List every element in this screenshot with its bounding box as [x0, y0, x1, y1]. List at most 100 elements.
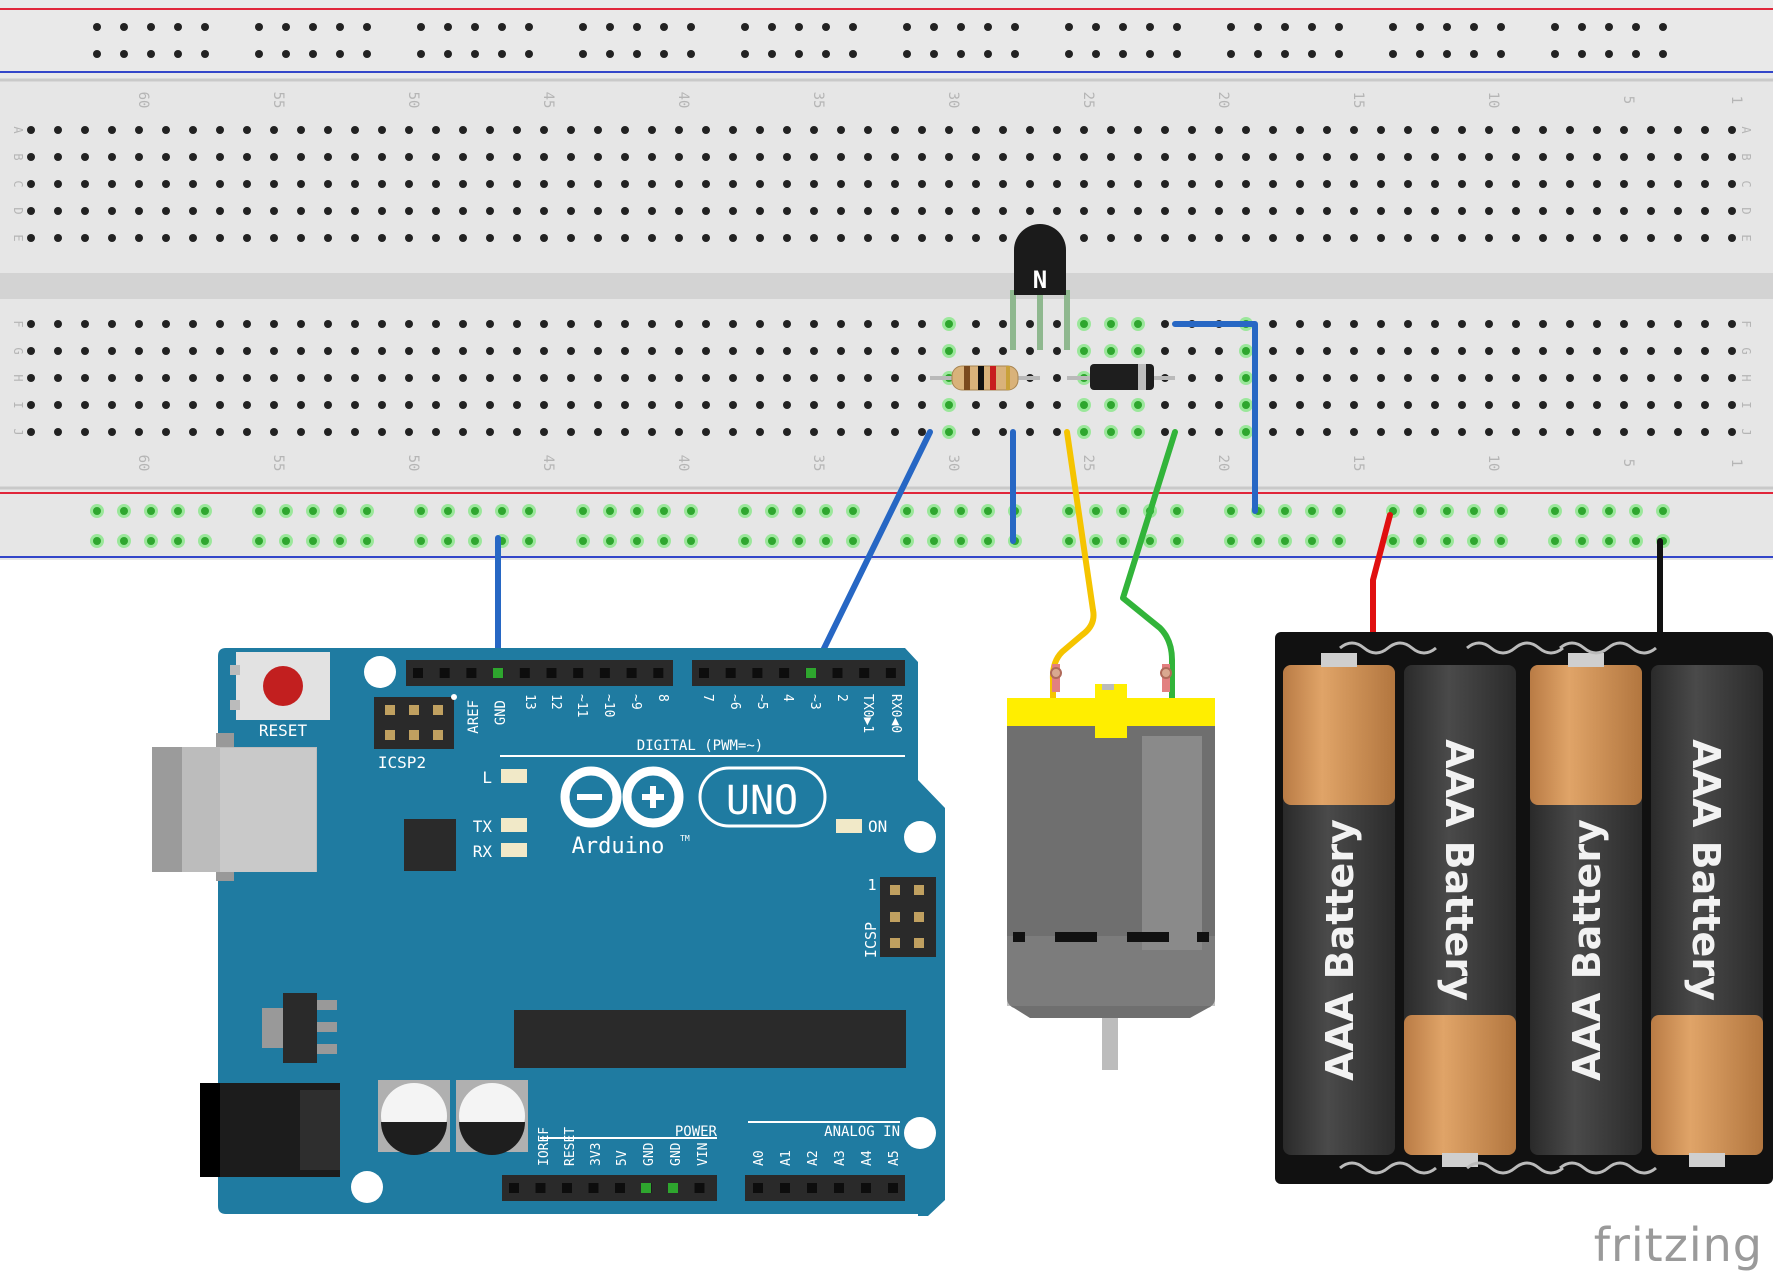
breadboard-hole [729, 207, 737, 215]
breadboard-hole [1404, 207, 1412, 215]
breadboard-hole [1458, 347, 1466, 355]
breadboard-hole [567, 234, 575, 242]
breadboard-hole [540, 347, 548, 355]
rail-hole [660, 23, 668, 31]
breadboard-hole [1377, 347, 1385, 355]
breadboard-hole [324, 126, 332, 134]
breadboard-hole [1323, 428, 1331, 436]
breadboard-hole [1647, 374, 1655, 382]
breadboard-hole [162, 347, 170, 355]
rail-hole [768, 50, 776, 58]
rail-hole [309, 23, 317, 31]
reset-button[interactable]: RESET [230, 652, 330, 740]
breadboard-hole [621, 126, 629, 134]
rail-hole [1254, 23, 1262, 31]
breadboard-hole [270, 347, 278, 355]
breadboard-hole [1080, 320, 1088, 328]
rail-hole [1659, 50, 1667, 58]
breadboard-hole [1350, 180, 1358, 188]
row-letter: B [1739, 153, 1753, 160]
breadboard-hole [1350, 126, 1358, 134]
breadboard-hole [999, 180, 1007, 188]
breadboard-hole [189, 207, 197, 215]
breadboard-hole [1674, 207, 1682, 215]
breadboard-hole [1404, 428, 1412, 436]
breadboard-hole [1350, 153, 1358, 161]
breadboard-hole [513, 153, 521, 161]
breadboard-hole [405, 347, 413, 355]
rail-hole [795, 507, 803, 515]
rail-hole [579, 507, 587, 515]
breadboard-hole [270, 374, 278, 382]
breadboard-hole [1161, 153, 1169, 161]
column-number: 1 [1728, 96, 1744, 104]
breadboard-hole [675, 153, 683, 161]
breadboard-hole [810, 180, 818, 188]
breadboard-hole [1107, 180, 1115, 188]
breadboard-hole [999, 207, 1007, 215]
breadboard-hole [1377, 401, 1385, 409]
rail-hole [930, 537, 938, 545]
rail-hole [1281, 507, 1289, 515]
rail-hole [687, 23, 695, 31]
breadboard-hole [810, 126, 818, 134]
breadboard-hole [540, 153, 548, 161]
column-number: 15 [1350, 455, 1366, 472]
rail-hole [147, 50, 155, 58]
column-number: 60 [135, 455, 151, 472]
breadboard-hole [108, 374, 116, 382]
digital-pin-label: ~5 [754, 694, 769, 710]
breadboard-hole [1485, 374, 1493, 382]
breadboard-hole [1323, 234, 1331, 242]
rail-hole [471, 507, 479, 515]
breadboard-hole [1242, 153, 1250, 161]
rail-hole [687, 50, 695, 58]
breadboard-hole [621, 153, 629, 161]
row-letter: G [11, 347, 25, 354]
row-letter: F [1739, 320, 1753, 327]
breadboard-hole [864, 347, 872, 355]
row-letter: C [11, 180, 25, 187]
breadboard-hole [1701, 153, 1709, 161]
analog-label: ANALOG IN [824, 1124, 900, 1140]
breadboard-hole [1188, 153, 1196, 161]
breadboard-hole [1647, 207, 1655, 215]
header-pin [562, 1183, 572, 1193]
breadboard-hole [567, 153, 575, 161]
breadboard-hole [1026, 428, 1034, 436]
breadboard-hole [270, 180, 278, 188]
breadboard-hole [1242, 374, 1250, 382]
breadboard-hole [216, 428, 224, 436]
breadboard-hole [918, 401, 926, 409]
power-pin-label: IOREF [537, 1127, 552, 1166]
breadboard-hole [297, 234, 305, 242]
header-pin [535, 1183, 546, 1193]
header-pin [439, 668, 450, 678]
breadboard-hole [1377, 374, 1385, 382]
breadboard-hole [945, 234, 953, 242]
column-number: 35 [810, 92, 826, 109]
analog-header [745, 1175, 905, 1201]
breadboard-hole [297, 428, 305, 436]
breadboard-hole [1026, 401, 1034, 409]
breadboard-hole [135, 374, 143, 382]
breadboard-hole [1539, 207, 1547, 215]
breadboard-hole [1296, 320, 1304, 328]
breadboard-hole [1134, 428, 1142, 436]
rail-hole [984, 507, 992, 515]
breadboard-hole [378, 126, 386, 134]
rail-hole [660, 50, 668, 58]
rail-hole [957, 23, 965, 31]
breadboard-hole [1053, 180, 1061, 188]
breadboard-hole [1539, 180, 1547, 188]
breadboard-hole [756, 374, 764, 382]
breadboard-hole [108, 207, 116, 215]
breadboard-hole [1431, 153, 1439, 161]
rail-hole [633, 50, 641, 58]
analog-pin-label: A0 [752, 1150, 767, 1166]
breadboard-hole [1485, 126, 1493, 134]
rail-hole [579, 23, 587, 31]
battery-spring [1339, 641, 1437, 655]
breadboard-hole [675, 374, 683, 382]
